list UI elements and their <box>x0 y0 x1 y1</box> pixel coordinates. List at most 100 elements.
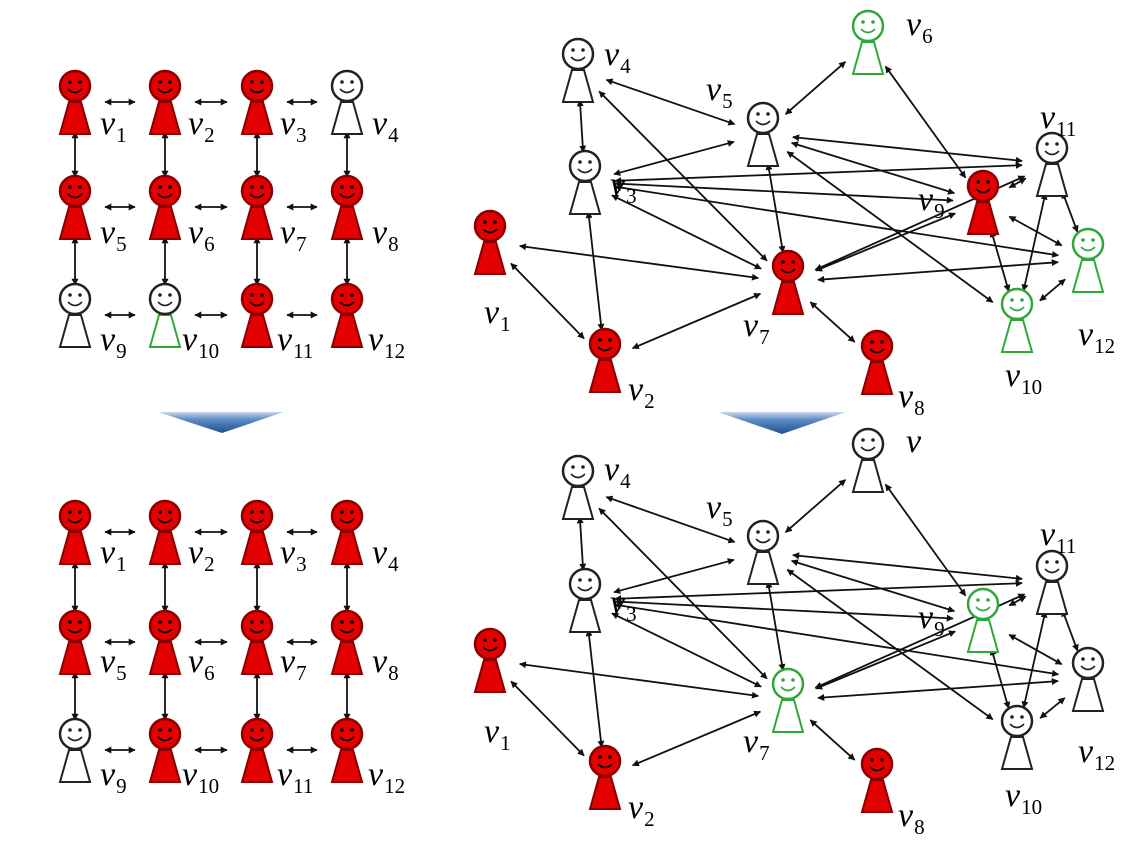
label-letter: v <box>628 789 644 826</box>
label-letter: v <box>280 534 296 571</box>
label-letter: v <box>188 105 204 142</box>
edge-v5-v3 <box>613 140 735 176</box>
node-label-v3: v3 <box>280 105 307 147</box>
label-letter: v <box>100 105 116 142</box>
label-subscript: 5 <box>722 507 733 531</box>
node-label-v1: v1 <box>100 105 127 147</box>
person-icon <box>966 587 1000 653</box>
label-letter: v <box>898 378 914 415</box>
node-label-v1: v1 <box>100 534 127 576</box>
edge-v2-v3 <box>585 211 605 331</box>
label-letter: v <box>706 71 722 108</box>
label-letter: v <box>743 723 759 760</box>
label-subscript: 12 <box>1094 334 1115 358</box>
label-letter: v <box>277 756 293 793</box>
label-subscript: 2 <box>644 389 655 413</box>
label-letter: v <box>368 321 384 358</box>
node-label-v6: v6 <box>188 643 215 685</box>
node-label-v9: v9 <box>100 321 127 363</box>
node-label-v5: v5 <box>100 643 127 685</box>
person-icon <box>561 454 595 520</box>
edge-v6-v5 <box>784 61 847 115</box>
person-icon <box>568 149 602 215</box>
person-icon <box>148 609 182 675</box>
node-v7 <box>240 609 274 675</box>
transition-arrow-right <box>718 412 846 434</box>
person-icon <box>58 174 92 240</box>
label-letter: v <box>628 371 644 408</box>
label-letter: v <box>918 181 934 218</box>
label-subscript: 9 <box>934 199 945 223</box>
node-v11 <box>240 717 274 783</box>
person-icon <box>58 499 92 565</box>
label-letter: v <box>1078 316 1094 353</box>
label-subscript: 1 <box>116 123 127 147</box>
node-label-v7: v7 <box>743 307 770 349</box>
node-v4 <box>561 454 595 520</box>
edges <box>71 98 351 319</box>
person-icon <box>860 747 894 813</box>
node-v2 <box>588 327 622 393</box>
label-subscript: 9 <box>934 617 945 641</box>
edges <box>510 61 1079 350</box>
label-subscript: 7 <box>296 232 307 256</box>
person-icon <box>568 567 602 633</box>
label-letter: v <box>1040 516 1056 553</box>
node-v7 <box>771 667 805 733</box>
node-label-v2: v2 <box>188 105 215 147</box>
node-v3 <box>568 567 602 633</box>
person-icon <box>148 174 182 240</box>
edge-v1-v2 <box>510 680 585 757</box>
person-icon <box>771 667 805 733</box>
edge-v9-v10 <box>989 648 1011 709</box>
node-v5 <box>746 101 780 167</box>
label-letter: v <box>100 321 116 358</box>
down-arrow-icon <box>718 412 846 434</box>
label-subscript: 7 <box>759 741 770 765</box>
label-subscript: 2 <box>644 807 655 831</box>
label-letter: v <box>100 534 116 571</box>
person-icon <box>473 627 507 693</box>
label-letter: v <box>906 423 922 460</box>
node-v2 <box>148 499 182 565</box>
label-subscript: 4 <box>388 552 399 576</box>
person-icon <box>148 282 182 348</box>
edge-v12-v10 <box>1039 697 1066 719</box>
label-subscript: 12 <box>384 339 405 363</box>
node-v5 <box>58 609 92 675</box>
node-label-v3: v3 <box>610 584 637 626</box>
edges <box>71 528 351 754</box>
node-label-v6: v6 <box>188 214 215 256</box>
edge-v9-v11 <box>1008 595 1027 607</box>
edge-v9-v11 <box>1008 177 1027 189</box>
person-icon <box>771 249 805 315</box>
edge-v4-v3 <box>576 516 587 571</box>
label-subscript: 11 <box>1056 117 1076 141</box>
node-v2 <box>148 69 182 135</box>
edge-v2-v7 <box>631 292 762 350</box>
node-label-v3: v3 <box>610 166 637 208</box>
person-icon <box>1035 549 1069 615</box>
label-subscript: 10 <box>198 774 219 798</box>
node-label-v6: v <box>906 423 922 460</box>
node-v12 <box>330 282 364 348</box>
node-label-v6: v6 <box>906 6 933 48</box>
edge-v6-v5 <box>784 479 847 533</box>
edge-v11-v10 <box>1021 192 1048 292</box>
person-icon <box>240 499 274 565</box>
node-label-v1: v1 <box>484 713 511 755</box>
label-letter: v <box>188 534 204 571</box>
label-letter: v <box>484 294 500 331</box>
label-subscript: 4 <box>388 123 399 147</box>
label-subscript: 1 <box>500 731 511 755</box>
node-v9 <box>966 169 1000 235</box>
edge-v5-v11 <box>792 552 1023 582</box>
person-icon <box>473 209 507 275</box>
node-v1 <box>58 69 92 135</box>
node-label-v5: v5 <box>100 214 127 256</box>
